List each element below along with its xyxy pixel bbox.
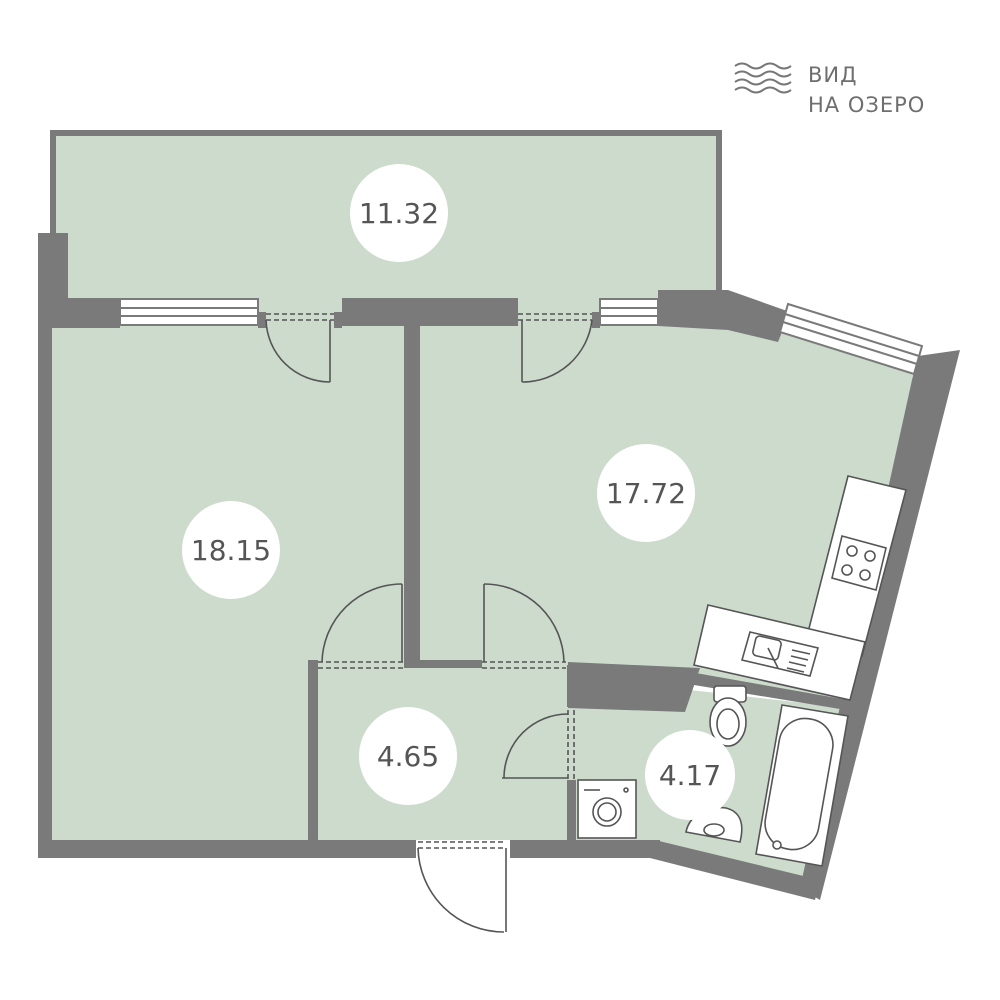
- window-living: [599, 298, 659, 326]
- kitchen-fixtures: [693, 475, 907, 701]
- partition-hall-bath-lower: [567, 780, 576, 842]
- outer-wall-left: [38, 300, 52, 858]
- area-balcony: 11.32: [359, 197, 439, 230]
- area-bathroom: 4.17: [659, 759, 721, 792]
- partition-hallway-top: [404, 660, 482, 668]
- facade-wall-4: [592, 312, 600, 328]
- area-labels: 11.32 18.15 17.72 4.65 4.17: [182, 164, 735, 820]
- balcony-parapet-right: [716, 130, 722, 298]
- area-hallway: 4.65: [377, 740, 439, 773]
- facade-wall-corner: [658, 290, 790, 342]
- door-living-balcony[interactable]: [518, 313, 593, 383]
- room-label-bedroom: 18.15: [182, 501, 280, 599]
- facade-wall-center: [342, 298, 518, 326]
- door-bedroom[interactable]: [318, 583, 404, 669]
- partition-bath-top: [688, 672, 848, 710]
- washing-machine-icon: [577, 779, 637, 839]
- room-label-bathroom: 4.17: [645, 730, 735, 820]
- facade-wall-1: [38, 298, 120, 328]
- partition-bath-block: [568, 662, 700, 712]
- partition-bedroom-living: [404, 326, 420, 666]
- bathroom-fixtures: [577, 685, 849, 867]
- outer-wall-bottom-right: [650, 840, 820, 900]
- balcony-parapet-top: [50, 130, 722, 136]
- facade-wall-2: [258, 312, 266, 328]
- outer-wall-bottom-mid: [510, 840, 660, 858]
- door-entrance[interactable]: [417, 841, 507, 933]
- room-label-balcony: 11.32: [350, 164, 448, 262]
- outer-wall-bottom-left: [38, 840, 416, 858]
- window-bedroom: [119, 298, 259, 326]
- doors: [265, 313, 593, 933]
- window-living-corner: [778, 302, 924, 376]
- view-note: ВИД НА ОЗЕРО: [734, 62, 925, 117]
- door-living[interactable]: [482, 583, 566, 669]
- stove-icon: [831, 535, 887, 591]
- sink-icon: [741, 631, 819, 677]
- view-note-line1: ВИД: [808, 63, 858, 87]
- area-bedroom: 18.15: [191, 534, 271, 567]
- door-bathroom[interactable]: [502, 710, 575, 780]
- room-label-living-kitchen: 17.72: [597, 444, 695, 542]
- facade-wall-3: [334, 312, 342, 328]
- toilet-icon: [709, 685, 747, 747]
- balcony-parapet-left: [50, 130, 56, 240]
- room-label-hallway: 4.65: [359, 707, 457, 805]
- door-bedroom-balcony[interactable]: [265, 313, 334, 383]
- partition-bedroom-hallway: [308, 660, 318, 842]
- windows: [119, 298, 924, 376]
- bathtub-icon: [755, 704, 849, 867]
- area-living-kitchen: 17.72: [606, 477, 686, 510]
- view-note-line2: НА ОЗЕРО: [808, 93, 925, 117]
- waves-icon: [734, 62, 792, 94]
